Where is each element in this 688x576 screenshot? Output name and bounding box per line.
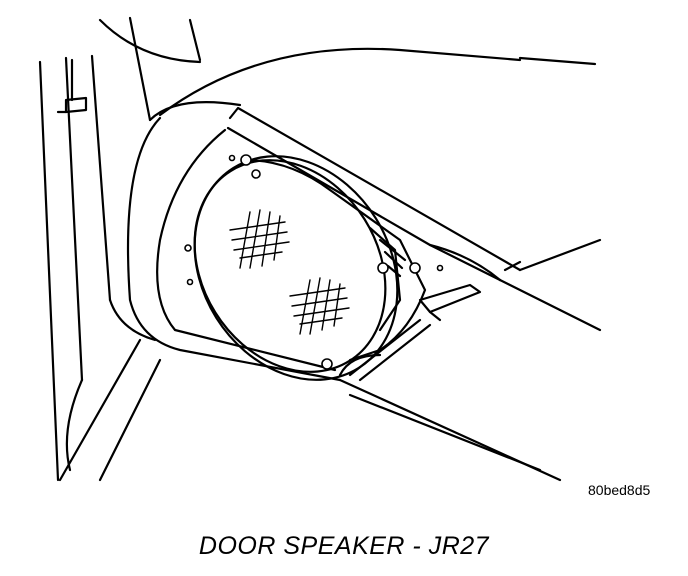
- mounting-screws: [184, 154, 444, 370]
- speaker-rim: [193, 155, 399, 381]
- door-trim-panel: [126, 106, 602, 482]
- figure-caption: DOOR SPEAKER - JR27: [198, 532, 490, 560]
- door-frame: [38, 54, 162, 482]
- door-upper-panel: [98, 16, 597, 122]
- speaker-assembly: [193, 155, 427, 381]
- door-armrest: [348, 260, 522, 382]
- figure-id-label: 80bed8d5: [588, 482, 651, 498]
- speaker-hatching: [229, 209, 350, 335]
